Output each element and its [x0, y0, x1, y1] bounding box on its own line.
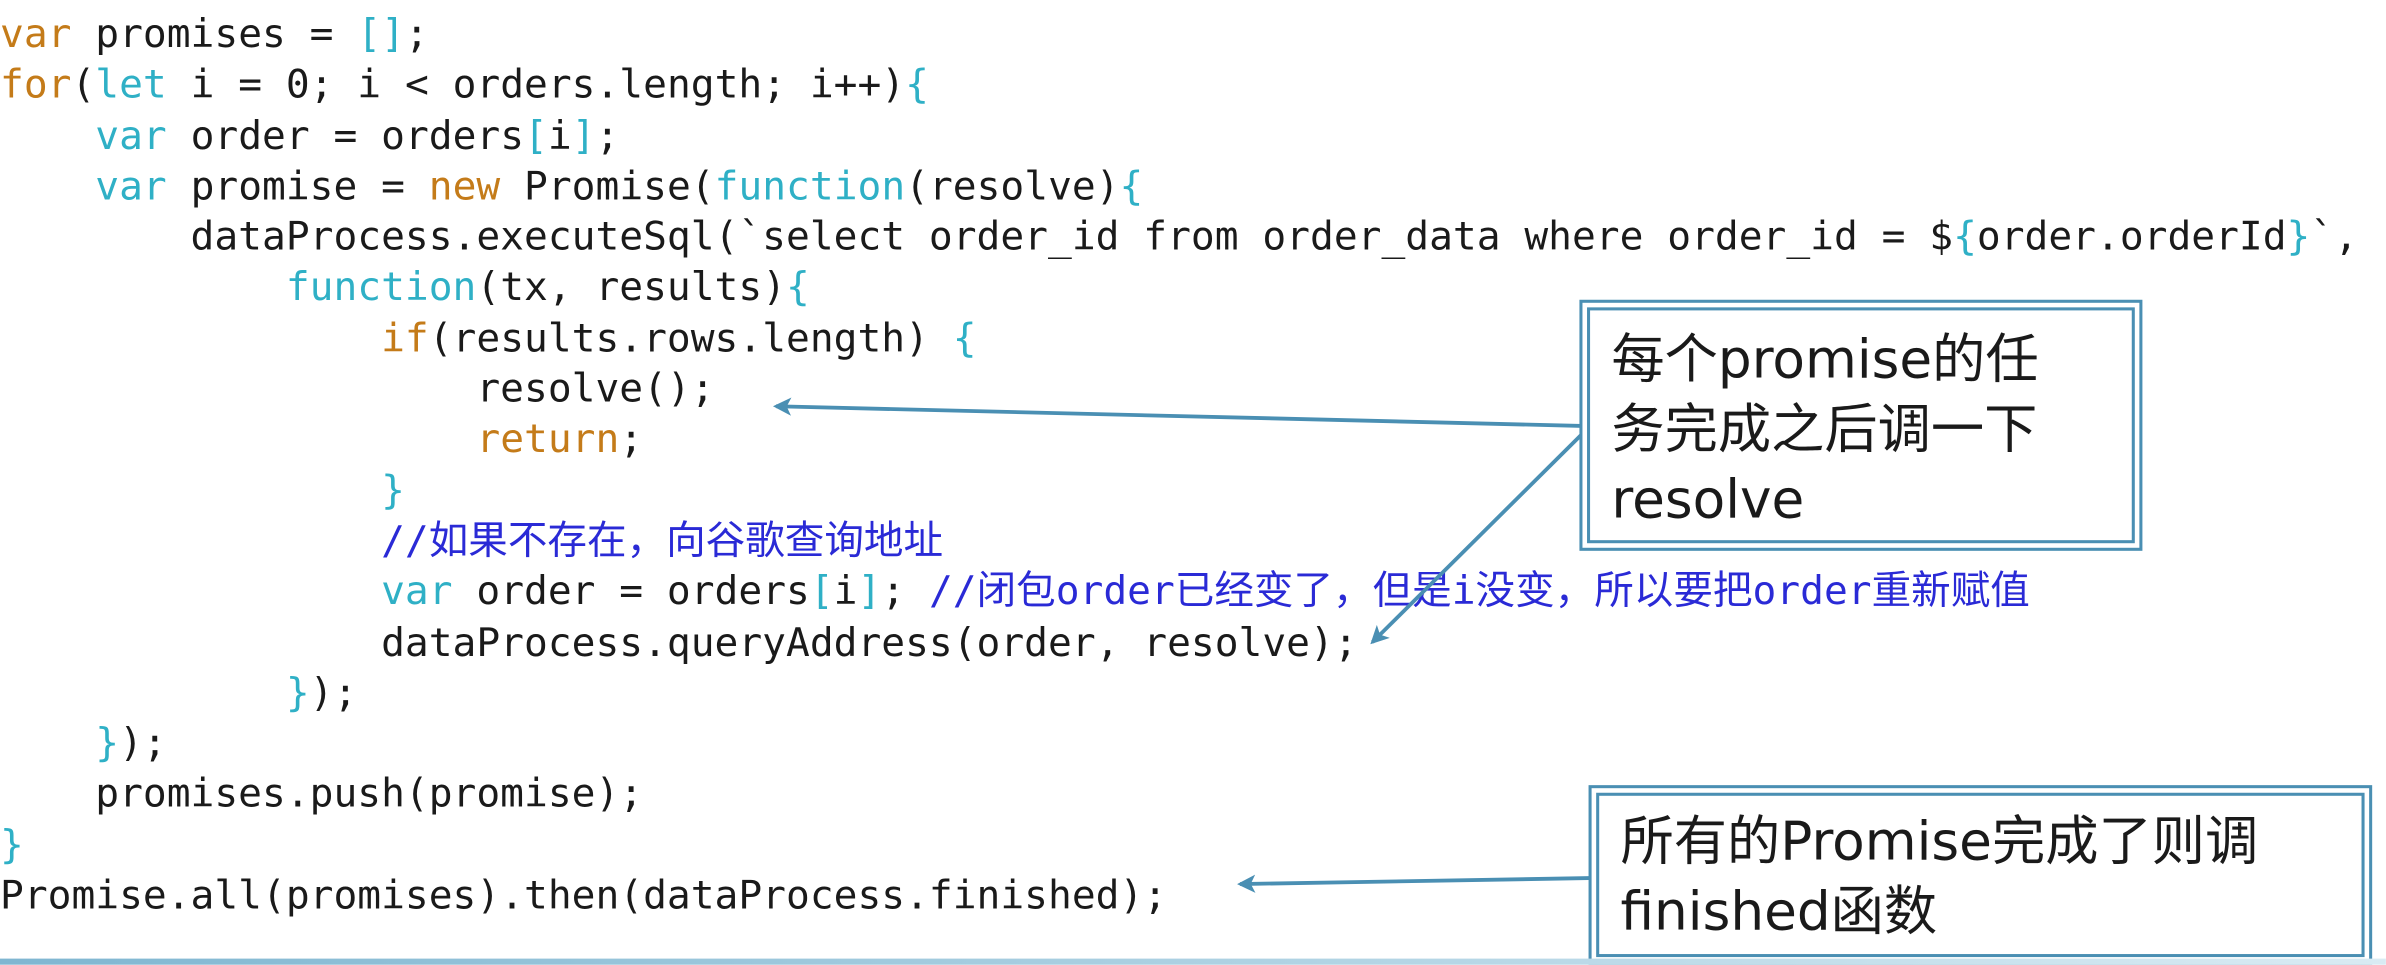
code-token: ;: [404, 12, 429, 58]
code-token: order = orders: [452, 569, 810, 616]
code-token: [: [524, 113, 548, 160]
code-token: ]: [857, 569, 882, 616]
code-token: {: [786, 265, 810, 312]
code-token: [0, 114, 95, 160]
code-token: (: [71, 62, 96, 109]
code-token: [0, 265, 286, 311]
code-token: [0, 316, 381, 362]
code-token: new: [428, 164, 501, 210]
code-token: return: [476, 417, 620, 464]
code-token: (results.rows.length): [428, 316, 953, 362]
code-line: function(tx, results){: [0, 264, 2358, 315]
code-token: );: [309, 670, 358, 717]
code-line: }: [0, 821, 2358, 872]
code-token: }: [2286, 214, 2311, 261]
code-comment: //闭包order已经变了，但是i没变，所以要把order重新赋值: [928, 569, 2030, 616]
code-token: }: [381, 468, 405, 514]
code-line: var promise = new Promise(function(resol…: [0, 163, 2358, 214]
callout-resolve-note: 每个promise的任 务完成之后调一下 resolve: [1587, 307, 2135, 544]
code-token: ;: [881, 569, 929, 616]
code-token: [0, 721, 95, 767]
bottom-divider: [0, 958, 2386, 965]
code-line: }: [0, 467, 2358, 518]
callout-finished-note: 所有的Promise完成了则调 finished函数: [1596, 792, 2365, 958]
code-token: );: [119, 721, 167, 768]
code-token: [: [809, 569, 834, 616]
code-line: var order = orders[i];: [0, 112, 2358, 163]
code-token: var: [381, 569, 453, 616]
code-token: promises =: [71, 12, 358, 58]
code-token: dataProcess.queryAddress(order, resolve)…: [0, 620, 1358, 666]
code-line: });: [0, 720, 2358, 771]
code-token: [0, 671, 286, 717]
code-token: var: [95, 164, 167, 210]
code-token: resolve();: [0, 366, 715, 413]
code-token: promise =: [166, 164, 429, 210]
callout-line: 所有的Promise完成了则调: [1620, 812, 2259, 874]
code-token: }: [95, 721, 120, 768]
code-line: dataProcess.executeSql(`select order_id …: [0, 213, 2358, 264]
code-line: });: [0, 669, 2358, 720]
code-line: for(let i = 0; i < orders.length; i++){: [0, 61, 2358, 112]
code-token: i: [833, 569, 858, 616]
code-token: ;: [619, 417, 644, 464]
code-line: return;: [0, 416, 2358, 467]
code-token: [0, 519, 381, 565]
code-line: //如果不存在，向谷歌查询地址: [0, 517, 2358, 568]
code-token: for: [0, 62, 72, 109]
code-token: ]: [571, 113, 596, 160]
code-token: (resolve): [905, 164, 1120, 210]
code-token: Promise.all(promises).then(dataProcess.f…: [0, 873, 1168, 920]
code-token: [0, 417, 476, 463]
code-token: ;: [595, 113, 620, 160]
code-token: [0, 468, 381, 514]
code-token: order = orders: [166, 113, 525, 160]
code-token: if: [381, 316, 429, 362]
code-token: {: [952, 316, 977, 362]
code-token: (tx, results): [476, 265, 787, 312]
code-line: dataProcess.queryAddress(order, resolve)…: [0, 619, 2358, 670]
code-token: {: [1119, 164, 1144, 210]
code-token: i: [547, 113, 572, 160]
code-line: var order = orders[i]; //闭包order已经变了，但是i…: [0, 568, 2358, 619]
code-token: dataProcess.executeSql(`select order_id …: [0, 214, 1954, 261]
code-token: function: [714, 164, 906, 210]
code-comment: //如果不存在，向谷歌查询地址: [381, 518, 944, 565]
code-token: {: [1953, 214, 1977, 261]
callout-line: resolve: [1611, 470, 1805, 532]
code-line: resolve();: [0, 365, 2358, 416]
code-token: order.orderId: [1976, 214, 2287, 261]
code-token: }: [285, 670, 310, 717]
code-token: [0, 569, 381, 615]
code-line: if(results.rows.length) {: [0, 315, 2358, 366]
callout-line: 每个promise的任: [1611, 330, 2039, 392]
code-token: promises.push(promise);: [0, 772, 644, 818]
code-token: function: [285, 265, 477, 312]
callout-line: finished函数: [1620, 882, 1938, 944]
code-token: var: [95, 113, 167, 160]
code-token: []: [357, 12, 405, 58]
code-token: {: [905, 62, 929, 109]
code-line: promises.push(promise);: [0, 771, 2358, 822]
code-token: i = 0; i < orders.length; i++): [166, 62, 906, 109]
code-token: Promise(: [500, 164, 715, 210]
code-block: var promises = [];for(let i = 0; i < ord…: [0, 11, 2358, 923]
code-token: let: [95, 62, 167, 109]
code-token: `,: [2310, 214, 2359, 261]
code-line: var promises = [];: [0, 11, 2358, 62]
code-token: var: [0, 12, 72, 58]
code-token: [0, 164, 95, 210]
code-token: }: [0, 822, 24, 869]
code-line: Promise.all(promises).then(dataProcess.f…: [0, 872, 2358, 923]
callout-line: 务完成之后调一下: [1611, 400, 2038, 462]
